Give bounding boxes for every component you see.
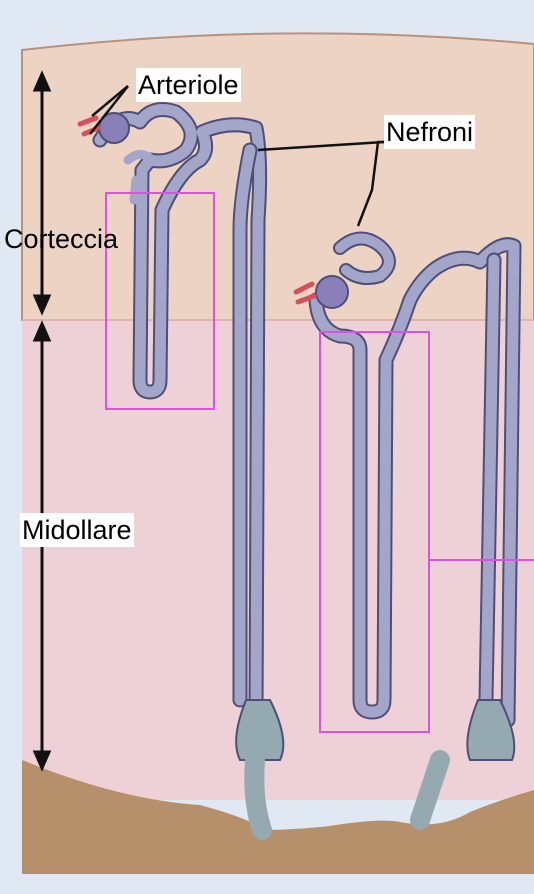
label-arteriole: Arteriole (136, 68, 241, 102)
label-midollare: Midollare (20, 513, 134, 547)
glomerulus-2 (316, 276, 348, 308)
label-corteccia: Corteccia (2, 222, 120, 256)
cortex-region (22, 33, 534, 320)
label-nefroni: Nefroni (384, 115, 475, 149)
